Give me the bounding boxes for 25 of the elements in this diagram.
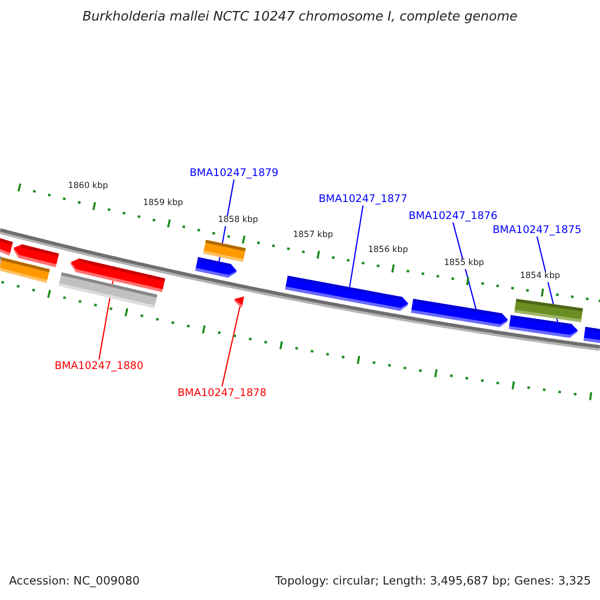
gene-label: BMA10247_1878	[178, 386, 266, 400]
footer-text: Topology: circular; Length: 3,495,687 bp; Genes: 3,325	[275, 574, 591, 588]
gene-block	[70, 258, 166, 292]
tick-label: 1858 kbp	[218, 216, 258, 226]
leader-line	[348, 205, 364, 288]
tick-label: 1854 kbp	[520, 272, 560, 282]
gene-block	[410, 298, 508, 328]
tick-label: 1857 kbp	[292, 231, 334, 241]
gene-label: BMA10247_1877	[318, 192, 408, 206]
gene-label: BMA10247_1875	[492, 224, 582, 236]
leader-line	[452, 222, 477, 310]
map-title: Burkholderia mallei NCTC 10247 chromosome I, complete genome	[82, 10, 518, 26]
tick-label: 1856 kbp	[368, 246, 408, 256]
leader-line	[221, 306, 241, 387]
gene-block	[234, 296, 244, 308]
gene-label: BMA10247_1879	[190, 166, 278, 180]
tick-label: 1855 kbp	[444, 259, 484, 269]
footer-text: Accession: NC_009080	[9, 574, 140, 588]
gene-label: BMA10247_1880	[54, 360, 144, 372]
gene-block	[508, 315, 578, 338]
tick-label: 1860 kbp	[68, 182, 108, 192]
tick-label: 1859 kbp	[142, 199, 184, 209]
gene-block	[285, 276, 408, 311]
gene-label: BMA10247_1876	[408, 210, 498, 222]
gene-block	[195, 257, 237, 278]
